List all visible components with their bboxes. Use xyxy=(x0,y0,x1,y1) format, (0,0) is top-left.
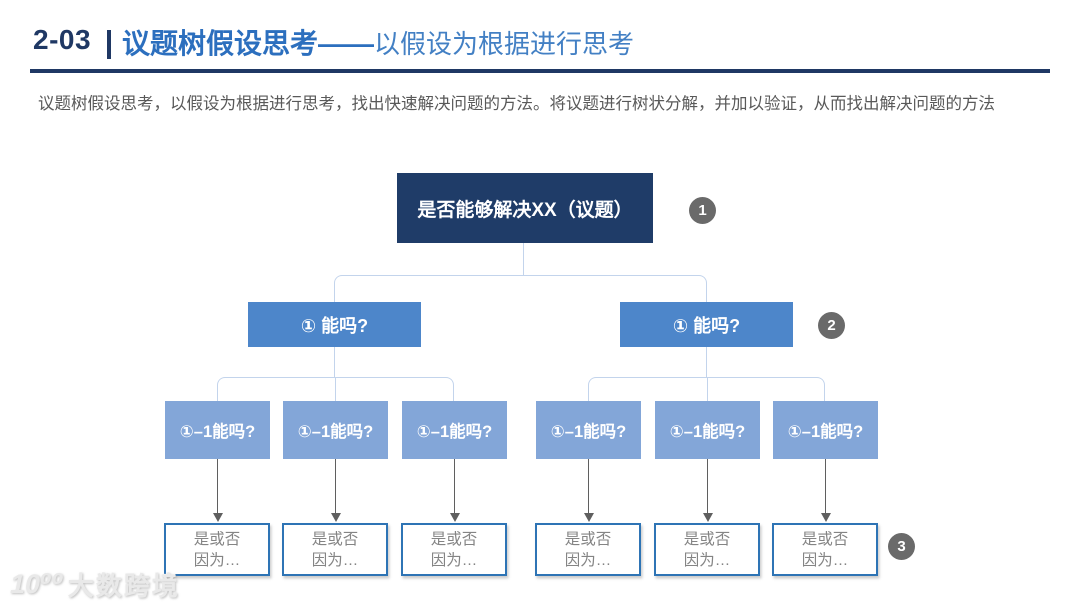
root-node: 是否能够解决XX（议题） xyxy=(397,173,653,243)
dashu-logo-icon: 10⁰⁰ xyxy=(10,569,64,599)
header-divider-bar xyxy=(107,30,111,59)
leaf-line1: 是或否 xyxy=(564,530,612,548)
arrow-head-icon xyxy=(584,513,594,522)
page-title: 议题树假设思考——以假设为根据进行思考 xyxy=(122,22,634,62)
arrow-line xyxy=(588,459,589,514)
step-badge-2: 2 xyxy=(818,312,845,339)
leaf-line2: 因为… xyxy=(193,551,241,569)
leaf-node: 是或否 因为… xyxy=(282,523,388,576)
arrow-head-icon xyxy=(213,513,223,522)
leaf-line2: 因为… xyxy=(683,551,731,569)
leaf-line2: 因为… xyxy=(564,551,612,569)
connector-left-parent-vertical xyxy=(334,347,335,378)
level3-node: ①–1能吗? xyxy=(402,401,507,459)
arrow-line xyxy=(454,459,455,514)
leaf-line1: 是或否 xyxy=(801,530,849,548)
leaf-node: 是或否 因为… xyxy=(401,523,507,576)
description-text: 议题树假设思考，以假设为根据进行思考，找出快速解决问题的方法。将议题进行树状分解… xyxy=(38,95,995,113)
leaf-node: 是或否 因为… xyxy=(164,523,270,576)
connector-level2-bracket xyxy=(334,275,707,302)
step-badge-1: 1 xyxy=(689,197,716,224)
page-title-sub: 以假设为根据进行思考 xyxy=(374,29,635,59)
leaf-line1: 是或否 xyxy=(683,530,731,548)
connector-right-parent-vertical xyxy=(706,347,707,378)
page-title-main: 议题树假设思考—— xyxy=(122,28,375,59)
level3-node: ①–1能吗? xyxy=(773,401,878,459)
section-number: 2-03 xyxy=(33,24,92,55)
leaf-node: 是或否 因为… xyxy=(535,523,641,576)
arrow-line xyxy=(825,459,826,514)
watermark-logo: 10⁰⁰ 大数跨境 xyxy=(10,566,180,603)
leaf-line2: 因为… xyxy=(311,551,359,569)
header-rule xyxy=(30,69,1050,73)
connector-right-middle-stub xyxy=(707,378,708,401)
level2-node-left: ① 能吗? xyxy=(248,302,421,347)
level2-node-right: ① 能吗? xyxy=(620,302,793,347)
arrow-line xyxy=(335,459,336,514)
level3-node: ①–1能吗? xyxy=(283,401,388,459)
arrow-line xyxy=(707,459,708,514)
arrow-head-icon xyxy=(450,513,460,522)
arrow-head-icon xyxy=(331,513,341,522)
level3-node: ①–1能吗? xyxy=(655,401,760,459)
leaf-line2: 因为… xyxy=(430,551,478,569)
connector-root-vertical xyxy=(523,243,524,276)
level3-node: ①–1能吗? xyxy=(536,401,641,459)
connector-left-middle-stub xyxy=(335,378,336,401)
arrow-line xyxy=(217,459,218,514)
leaf-node: 是或否 因为… xyxy=(654,523,760,576)
leaf-line1: 是或否 xyxy=(430,530,478,548)
step-badge-3: 3 xyxy=(888,533,915,560)
arrow-head-icon xyxy=(703,513,713,522)
leaf-line1: 是或否 xyxy=(193,530,241,548)
leaf-line2: 因为… xyxy=(801,551,849,569)
watermark-text: 大数跨境 xyxy=(67,571,180,601)
leaf-node: 是或否 因为… xyxy=(772,523,878,576)
arrow-head-icon xyxy=(821,513,831,522)
connector-level3-left-bracket xyxy=(217,377,454,401)
leaf-line1: 是或否 xyxy=(311,530,359,548)
connector-level3-right-bracket xyxy=(588,377,825,401)
level3-node: ①–1能吗? xyxy=(165,401,270,459)
